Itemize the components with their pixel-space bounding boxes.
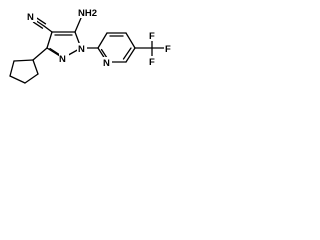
atom-pyrazole-n2: N [59, 54, 66, 65]
atom-fluorine-bottom: F [149, 57, 155, 68]
cyclopentyl-ring [9, 47, 48, 84]
bond-cp-2 [24, 73, 39, 84]
bond-py-3 [125, 47, 136, 63]
bond-cp-3 [9, 75, 26, 84]
bond-py-4 [125, 32, 136, 49]
molecule-structure-diagram: N NH2 N N N F F F [9, 6, 173, 84]
bond-c3-c4 [46, 31, 53, 49]
bond-amine [74, 17, 82, 33]
bond-nitrile-triple-c [32, 21, 44, 29]
bond-n2-c3-double [49, 47, 61, 56]
atom-fluorine-right: F [165, 44, 171, 55]
bond-cp-1 [32, 59, 39, 75]
bond-cp-4 [9, 60, 15, 77]
bond-nitrile-triple-b [35, 17, 47, 25]
atom-fluorine-top: F [149, 31, 155, 42]
atom-nitrile-n: N [27, 12, 34, 23]
atom-amine: NH2 [78, 8, 97, 19]
atom-labels: N NH2 N N N F F F [27, 6, 173, 69]
bond-c3-cyclopentyl [32, 47, 48, 61]
bond-cp-5 [13, 59, 34, 62]
bond-py-3-double [122, 47, 132, 60]
bond-py-6 [97, 32, 108, 49]
bond-nitrile-link [43, 25, 53, 33]
atom-pyrazole-n1: N [78, 44, 85, 55]
atom-pyridine-n: N [103, 58, 110, 69]
pyrazole-ring [46, 31, 82, 59]
